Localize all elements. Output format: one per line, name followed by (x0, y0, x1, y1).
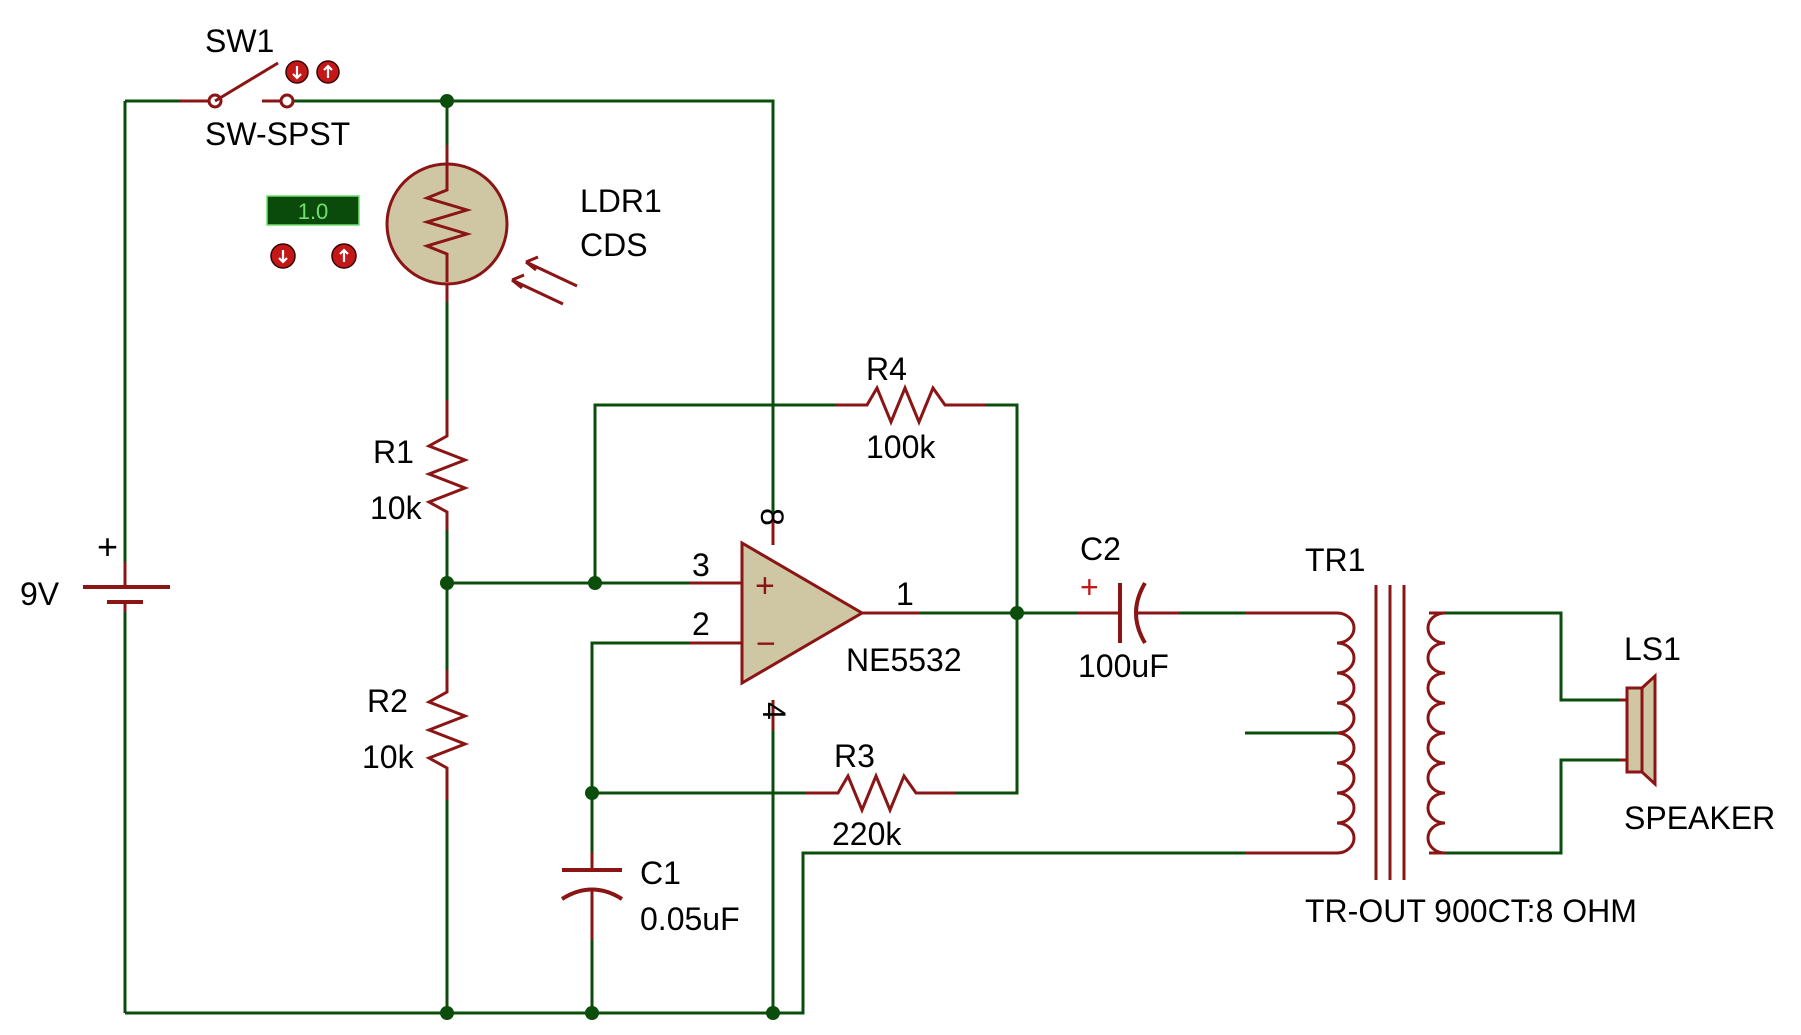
opamp-pin-out: 1 (896, 576, 914, 612)
r3-ref: R3 (834, 738, 875, 774)
speaker-ls1: LS1 SPEAKER (1620, 631, 1775, 836)
c2-polarity: + (1080, 569, 1099, 605)
junction-dot (440, 1006, 454, 1020)
ldr-up-button[interactable] (331, 243, 357, 269)
battery-value: 9V (20, 576, 60, 612)
junction-dot (766, 1006, 780, 1020)
wires (123, 99, 1620, 1015)
c2-ref: C2 (1080, 531, 1121, 567)
wire-spk-top (1429, 611, 1620, 702)
ldr-ldr1: LDR1 CDS (385, 145, 662, 306)
r2-value: 10k (362, 739, 415, 775)
resistor-r4: R4 100k (835, 351, 985, 465)
switch-sw1[interactable]: SW1 SW-SPST (180, 23, 350, 152)
tr1-ref: TR1 (1305, 542, 1365, 578)
sw1-ref: SW1 (205, 23, 274, 59)
junction-dot (588, 576, 602, 590)
transformer-tr1: TR1 TR-OUT 900CT:8 OHM (1245, 542, 1637, 929)
opamp-part: NE5532 (846, 642, 962, 678)
arrow-down-icon (278, 250, 288, 264)
opamp-pin-vplus: 8 (754, 508, 790, 526)
ldr-down-button[interactable] (270, 243, 296, 269)
resistor-r1: R1 10k (370, 400, 470, 530)
opamp-minus: − (756, 625, 776, 663)
resistor-r3: R3 220k (805, 738, 955, 852)
ldr-meter-value: 1.0 (298, 199, 329, 224)
r1-value: 10k (370, 490, 423, 526)
sw1-down-button[interactable] (285, 60, 309, 84)
arrow-up-icon (339, 248, 349, 262)
opamp-pin-inv: 2 (692, 606, 710, 642)
wire-spk-bot (1429, 758, 1620, 855)
junction-dot (440, 576, 454, 590)
battery-polarity: + (97, 526, 118, 567)
opamp-ne5532: + − 3 2 1 8 4 NE5532 (690, 508, 962, 730)
wire-r4-loop (593, 403, 1019, 795)
opamp-pin-noninv: 3 (692, 547, 710, 583)
junction-dot (585, 786, 599, 800)
r1-ref: R1 (373, 434, 414, 470)
arrow-up-icon (323, 64, 333, 78)
ls1-ref: LS1 (1624, 631, 1681, 667)
resistor-r2: R2 10k (362, 670, 470, 800)
wire-inv-input (590, 641, 690, 1013)
junction-dot (440, 94, 454, 108)
ldr-meter: 1.0 (266, 195, 360, 226)
opamp-plus: + (755, 567, 775, 605)
battery-9v: + 9V (20, 526, 170, 612)
opamp-pin-vminus: 4 (756, 702, 792, 720)
r2-ref: R2 (367, 683, 408, 719)
c1-value: 0.05uF (640, 901, 740, 937)
r3-value: 220k (832, 816, 902, 852)
sw1-up-button[interactable] (316, 60, 340, 84)
junction-dot (585, 1006, 599, 1020)
capacitor-c1: C1 0.05uF (560, 852, 740, 940)
arrow-down-icon (292, 66, 302, 80)
junction-dot (1010, 606, 1024, 620)
tr1-value: TR-OUT 900CT:8 OHM (1305, 893, 1637, 929)
r4-value: 100k (866, 429, 936, 465)
capacitor-c2: + C2 100uF (1078, 531, 1180, 684)
ls1-value: SPEAKER (1624, 800, 1775, 836)
ldr-value: CDS (580, 227, 648, 263)
sw1-value: SW-SPST (205, 116, 350, 152)
r4-ref: R4 (866, 351, 907, 387)
junction-dots (440, 94, 1024, 1020)
c1-ref: C1 (640, 855, 681, 891)
wire-bottom-rail (125, 851, 1245, 1015)
c2-value: 100uF (1078, 648, 1169, 684)
ldr-ref: LDR1 (580, 183, 662, 219)
wire-top-right (290, 99, 775, 515)
